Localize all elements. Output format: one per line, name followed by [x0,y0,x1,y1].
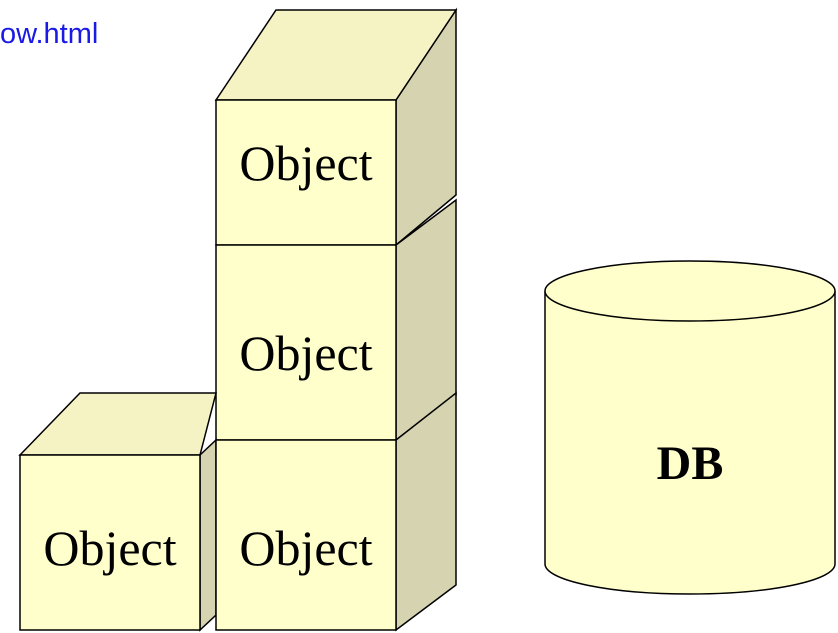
object-cube-top: Object [214,7,458,247]
object-cube-middle: Object [215,198,457,442]
object-cube-bottom-left: Object [18,392,217,632]
cube-side-face [199,438,217,632]
object-label: Object [239,520,372,576]
cylinder-body [544,291,836,595]
page-link-text[interactable]: ow.html [0,18,99,50]
database-cylinder: DB [544,260,836,595]
object-label: Object [239,135,372,191]
object-label: Object [239,325,372,381]
cube-top-face [18,392,217,456]
cube-front-face [215,99,397,246]
cylinder-top [544,260,836,322]
cube-front-face [215,244,397,441]
object-cube-bottom-right: Object [215,391,457,632]
cube-front-face [19,454,201,631]
cube-front-face [215,439,397,631]
object-label: Object [43,520,176,576]
database-label: DB [657,437,724,490]
